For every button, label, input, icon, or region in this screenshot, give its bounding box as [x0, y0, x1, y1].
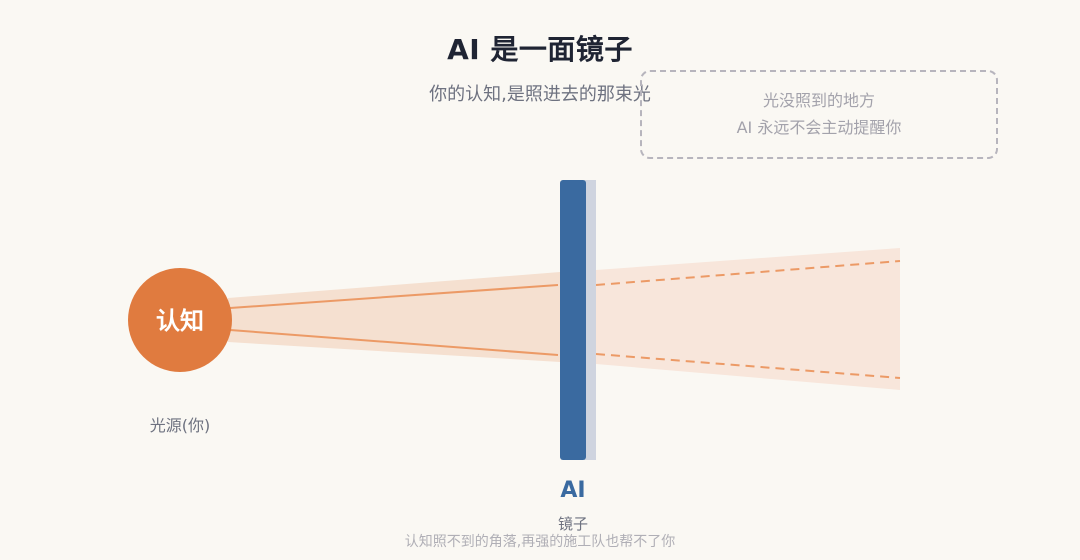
callout-line-2: AI 永远不会主动提醒你: [736, 118, 902, 137]
light-source-circle: [128, 268, 232, 372]
mirror-pane: [560, 180, 586, 460]
mirror-label: AI: [560, 478, 586, 503]
beam-edge-lower: [229, 329, 559, 356]
beam-edge-lower-dashed: [595, 353, 901, 379]
light-beam-passthrough: [596, 248, 900, 390]
callout-line-1: 光没照到的地方: [762, 91, 875, 110]
beam-edge-upper-dashed: [595, 260, 901, 286]
page-title: AI 是一面镜子: [447, 33, 633, 66]
light-beam-incoming: [228, 272, 560, 362]
light-source-caption: 光源(你): [149, 416, 211, 435]
mirror-back: [584, 180, 596, 460]
page-subtitle: 你的认知,是照进去的那束光: [429, 84, 651, 105]
callout-box: 光没照到的地方 AI 永远不会主动提醒你: [640, 70, 998, 159]
mirror-caption: 镜子: [557, 515, 588, 533]
light-source-label: 认知: [156, 307, 204, 335]
footnote: 认知照不到的角落,再强的施工队也帮不了你: [404, 534, 676, 550]
beam-edge-upper: [229, 284, 559, 309]
